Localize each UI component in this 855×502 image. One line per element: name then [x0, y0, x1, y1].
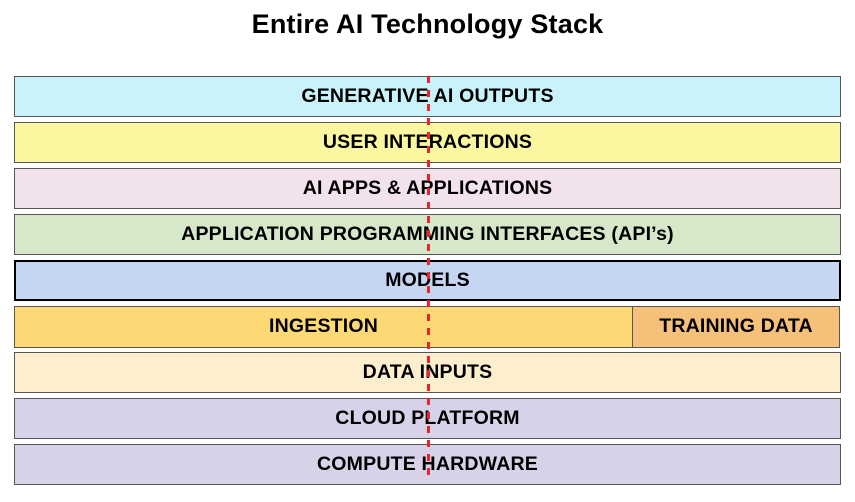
stack-layer-application-programming-interfaces[interactable]: APPLICATION PROGRAMMING INTERFACES (API’…: [14, 214, 841, 255]
stack-layer-ai-apps-applications[interactable]: AI APPS & APPLICATIONS: [14, 168, 841, 209]
stack-layer-label: DATA INPUTS: [362, 360, 493, 383]
stack-layer-cloud-platform[interactable]: CLOUD PLATFORM: [14, 398, 841, 439]
stack-layer-user-interactions[interactable]: USER INTERACTIONS: [14, 122, 841, 163]
stack-layer-data-inputs[interactable]: DATA INPUTS: [14, 352, 841, 393]
stack-layer-label: USER INTERACTIONS: [322, 130, 533, 153]
stack-layer-label: AI APPS & APPLICATIONS: [302, 176, 553, 199]
stack-layer-label: APPLICATION PROGRAMMING INTERFACES (API’…: [181, 222, 674, 245]
stack-layer-label: MODELS: [385, 268, 470, 291]
stack-layer-training-data[interactable]: TRAINING DATA: [632, 306, 840, 348]
stack-layer-generative-ai-outputs[interactable]: GENERATIVE AI OUTPUTS: [14, 76, 841, 117]
stack-layer-compute-hardware[interactable]: COMPUTE HARDWARE: [14, 444, 841, 485]
stack-layer-label: COMPUTE HARDWARE: [317, 452, 538, 475]
stack-layer-label: CLOUD PLATFORM: [335, 406, 520, 429]
stack-layer-ingestion-row: INGESTION TRAINING DATA: [14, 306, 841, 348]
stack-layer-ingestion[interactable]: INGESTION: [14, 306, 633, 348]
layer-stack-container: GENERATIVE AI OUTPUTS USER INTERACTIONS …: [14, 76, 841, 485]
stack-layer-label: GENERATIVE AI OUTPUTS: [301, 84, 554, 107]
stack-layer-models[interactable]: MODELS: [14, 260, 841, 301]
page-title: Entire AI Technology Stack: [251, 9, 604, 39]
stack-layer-label: INGESTION: [268, 315, 379, 338]
stack-layer-label: TRAINING DATA: [659, 315, 813, 338]
